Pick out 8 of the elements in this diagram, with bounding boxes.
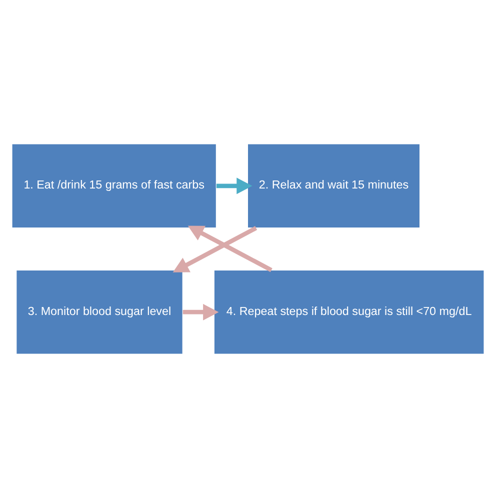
node-box: 3. Monitor blood sugar level — [16, 269, 184, 354]
arrow — [182, 303, 219, 320]
node-box: 4. Repeat steps if blood sugar is still <70 mg/dL — [214, 269, 484, 354]
node-box: 1. Eat /drink 15 grams of fast carbs — [12, 143, 217, 228]
arrow — [188, 225, 272, 272]
node-box: 2. Relax and wait 15 minutes — [247, 143, 420, 228]
arrow — [172, 226, 258, 272]
arrow — [216, 177, 252, 194]
